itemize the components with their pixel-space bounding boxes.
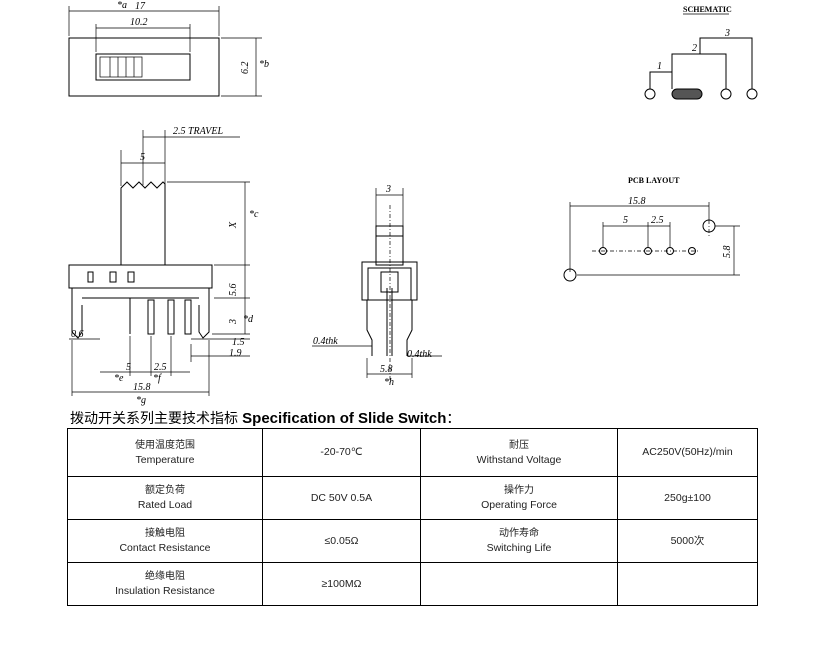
dim-actuator: 5	[140, 152, 145, 163]
spec-value-cell: 5000次	[617, 519, 758, 563]
ref-d: *d	[243, 314, 254, 325]
spec-heading-en: Specification of Slide Switch	[242, 410, 447, 427]
side-view: 3 0.4thk 0.4thk 5.8 *h	[312, 184, 442, 388]
spec-value-cell: AC250V(50Hz)/min	[617, 428, 758, 477]
spec-heading-cn: 拨动开关系列主要技术指标	[70, 411, 238, 427]
dim-b: 6.2	[240, 62, 251, 75]
pin-3-label: 3	[724, 28, 730, 39]
ref-c: *c	[249, 209, 259, 220]
dim-p5: 5	[126, 362, 131, 373]
dim-x: X	[228, 221, 239, 229]
pcb-title: PCB LAYOUT	[628, 176, 680, 185]
pcb-dim-pitch25: 2.5	[651, 215, 664, 226]
top-view-slot	[95, 53, 191, 81]
pcb-dim-height: 5.8	[722, 246, 733, 259]
spec-value-cell: -20-70℃	[262, 428, 421, 477]
dim-p06: 0.6	[71, 329, 84, 340]
pcb-dim-pitch5: 5	[623, 215, 628, 226]
ref-f: *f	[153, 373, 162, 384]
top-view: 17 *a 10.2 6.2 *b	[68, 0, 269, 97]
pcb-pad-4	[688, 247, 696, 255]
spec-heading: 拨动开关系列主要技术指标 Specification of Slide Swit…	[70, 408, 460, 428]
dim-pin: 3	[228, 319, 239, 325]
dim-thk-right: 0.4thk	[407, 349, 432, 360]
top-view-actuator	[99, 56, 143, 78]
spec-value-cell: ≥100MΩ	[262, 562, 421, 606]
front-view-body	[68, 264, 213, 289]
ref-a: *a	[117, 0, 127, 11]
dim-p19: 1.9	[229, 348, 242, 359]
schematic-contact	[671, 88, 703, 100]
dim-p15: 1.5	[232, 337, 245, 348]
pcb-pad-2	[644, 247, 652, 255]
spec-label-cell	[420, 562, 618, 606]
dim-side-width: 5.8	[380, 364, 393, 375]
side-view-actuator	[375, 225, 404, 266]
pcb-mount-hole-left	[563, 268, 577, 282]
dim-p25: 2.5	[154, 362, 167, 373]
pin-1-label: 1	[657, 61, 662, 72]
dim-a: 17	[135, 1, 146, 12]
pcb-pad-1	[599, 247, 607, 255]
pcb-pad-3	[666, 247, 674, 255]
top-view-body	[68, 37, 220, 97]
dim-top-inner: 10.2	[130, 17, 148, 28]
spec-value-cell: ≤0.05Ω	[262, 519, 421, 563]
spec-heading-colon: ：	[446, 411, 461, 427]
pcb-layout: PCB LAYOUT 15.8 5 2.5 5.8	[563, 176, 740, 282]
ref-e: *e	[114, 373, 124, 384]
ref-b: *b	[259, 59, 269, 70]
schematic: SCHEMATIC 1 2 3	[644, 5, 758, 100]
pcb-dim-total: 15.8	[628, 196, 646, 207]
dim-travel: 2.5 TRAVEL	[173, 126, 223, 137]
schematic-title: SCHEMATIC	[683, 5, 732, 14]
pin-2-label: 2	[692, 43, 697, 54]
ref-h: *h	[384, 377, 394, 388]
dim-body: 5.6	[228, 284, 239, 297]
dim-side-top: 3	[385, 184, 391, 195]
spec-value-cell: DC 50V 0.5A	[262, 476, 421, 520]
dim-total: 15.8	[133, 382, 151, 393]
technical-drawing: 17 *a 10.2 6.2 *b SCHEMATIC 1 2 3	[68, 0, 758, 406]
dim-thk-left: 0.4thk	[313, 336, 338, 347]
front-view: 2.5 TRAVEL 5 X *c 5.6 3 *d 0.6 1.5 1.9 5…	[68, 126, 259, 406]
spec-value-cell	[617, 562, 758, 606]
spec-value-cell: 250g±100	[617, 476, 758, 520]
ref-g: *g	[136, 395, 146, 406]
